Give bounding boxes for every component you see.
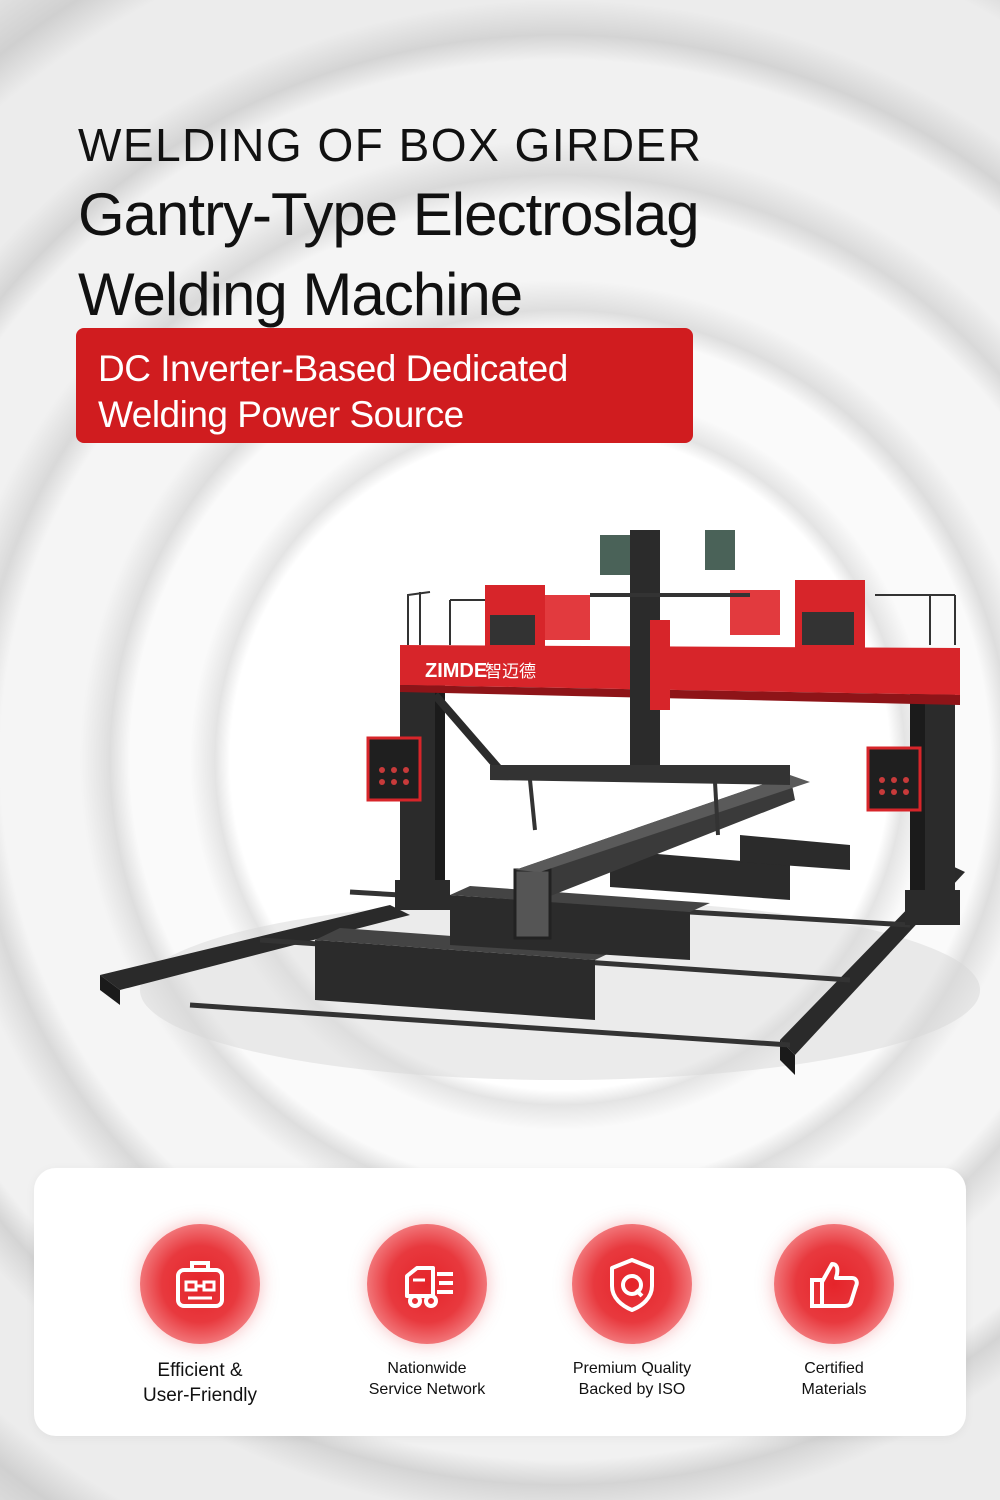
feature-icon-circle — [572, 1224, 692, 1344]
feature-icon-circle — [140, 1224, 260, 1344]
gantry-welding-machine-image: ZIMDE 智迈德 — [100, 530, 980, 1080]
feature-certified-materials: Certified Materials — [734, 1168, 934, 1436]
feature-label: Efficient & User-Friendly — [142, 1360, 258, 1406]
badge-line1: DC Inverter-Based Dedicated — [98, 348, 568, 389]
machine-brand-cn-label: 智迈德 — [485, 662, 536, 682]
feature-label: Premium Quality Backed by ISO — [572, 1360, 692, 1398]
quality-shield-icon — [610, 1258, 654, 1312]
title-product-line2: Welding Machine — [78, 261, 523, 328]
thumbs-up-icon — [810, 1262, 859, 1308]
feature-efficient: Efficient & User-Friendly — [100, 1168, 300, 1436]
badge-line2: Welding Power Source — [98, 394, 464, 435]
feature-service-network: Nationwide Service Network — [327, 1168, 527, 1436]
delivery-truck-icon — [405, 1266, 453, 1308]
features-card: Efficient & User-Friendly Nationwide Ser… — [34, 1168, 966, 1436]
feature-icon-circle — [367, 1224, 487, 1344]
feature-icon-circle — [774, 1224, 894, 1344]
toolbox-icon — [176, 1261, 224, 1308]
title-subject: WELDING OF BOX GIRDER — [78, 119, 703, 171]
machine-brand-label: ZIMDE — [425, 660, 487, 682]
feature-badge: DC Inverter-Based Dedicated Welding Powe… — [76, 328, 693, 443]
feature-premium-quality: Premium Quality Backed by ISO — [532, 1168, 732, 1436]
title-product-line1: Gantry-Type Electroslag — [78, 181, 700, 248]
feature-label: Certified Materials — [801, 1360, 867, 1398]
feature-label: Nationwide Service Network — [368, 1360, 486, 1398]
